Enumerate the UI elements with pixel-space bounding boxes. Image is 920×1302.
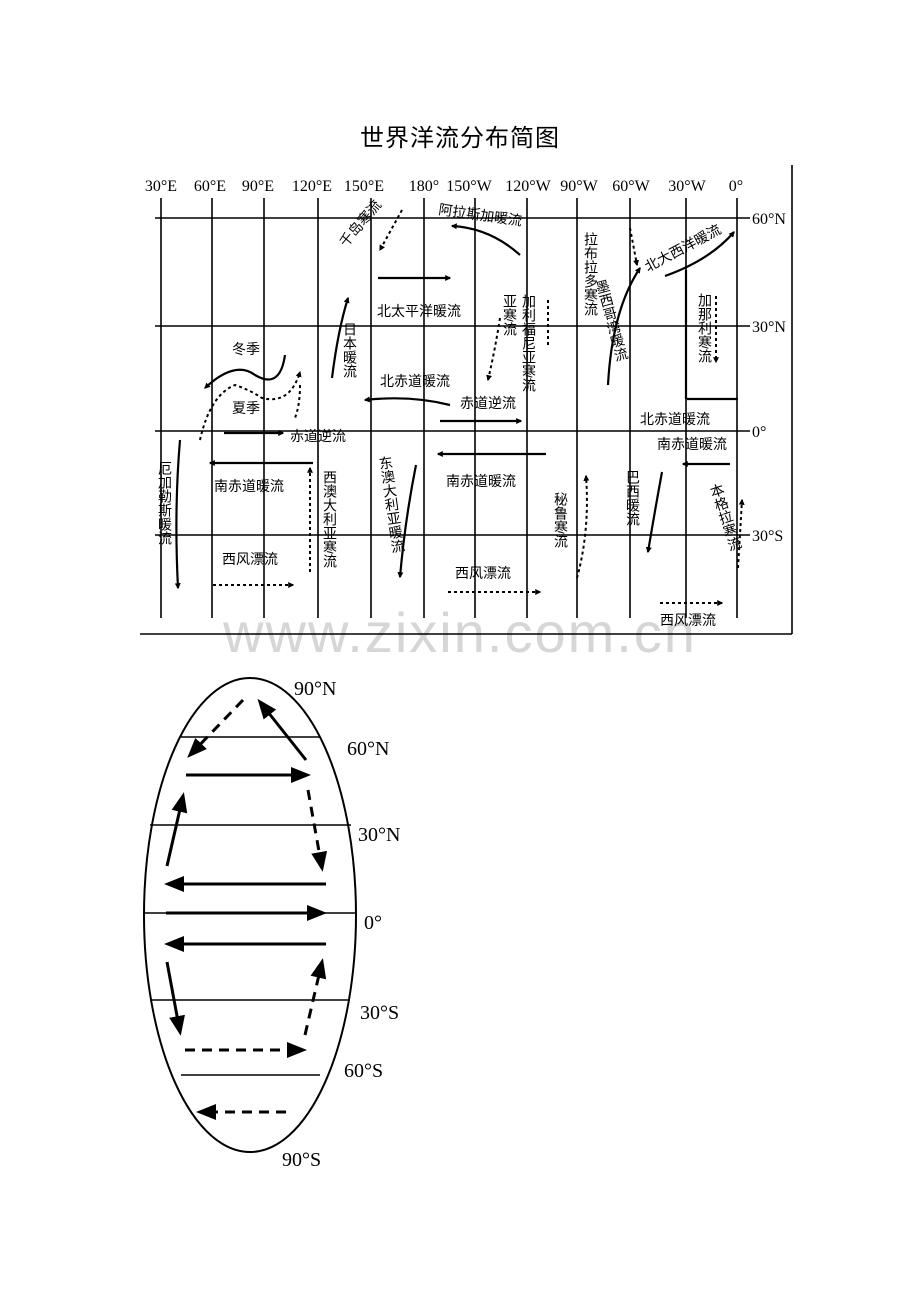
- kuroshio-current-arrow: [330, 296, 350, 379]
- lon-label-60w: 60°W: [612, 178, 650, 195]
- peru-current-arrow: [576, 474, 590, 579]
- california-label: 加利福尼亚寒流: [520, 294, 536, 393]
- eq-counter-pacific-label: 赤道逆流: [460, 396, 516, 412]
- benguela-label: 本格拉寒流: [706, 482, 743, 555]
- lon-label-60e: 60°E: [194, 178, 226, 195]
- north-eq-pacific-label: 北赤道暖流: [380, 374, 450, 390]
- south-eq-pacific-label: 南赤道暖流: [446, 474, 516, 490]
- alaska-current-arrow: [450, 223, 521, 256]
- winter-monsoon-arrow: [204, 354, 287, 389]
- west-australian-label: 西澳大利亚寒流: [321, 470, 337, 569]
- lon-label-90w: 90°W: [560, 178, 598, 195]
- current-arrows: [174, 209, 745, 606]
- kuroshio-label: 日本暖流: [341, 322, 357, 379]
- east-australian-label: 东澳大利亚暖流: [376, 455, 406, 556]
- model-lat-30n: 30°N: [358, 824, 400, 846]
- current-model-diagram: 90°N 60°N 30°N 0° 30°S 60°S 90°S: [143, 677, 400, 1171]
- lat-label-30n: 30°N: [752, 319, 786, 336]
- summer-monsoon-arrow: [199, 370, 302, 441]
- lon-label-0: 0°: [729, 178, 743, 195]
- north-atlantic-arrow: [664, 231, 735, 278]
- lat-label-60n: 60°N: [752, 211, 786, 228]
- longitude-lines: [160, 198, 738, 618]
- benguela-current-arrow: [737, 498, 745, 569]
- model-ellipse: [143, 677, 357, 1153]
- wwd-pacific-label: 西风漂流: [455, 566, 511, 582]
- model-lat-60s: 60°S: [344, 1060, 383, 1082]
- labrador-current-arrow: [629, 227, 640, 267]
- oyashio-current-arrow: [379, 209, 403, 252]
- model-latitude-lines: [144, 736, 356, 1076]
- model-lat-0: 0°: [364, 912, 382, 934]
- watermark: www.zixin.com.cn: [222, 601, 697, 664]
- model-lat-90n: 90°N: [294, 678, 336, 700]
- labrador-label: 拉布拉多寒流: [582, 232, 598, 317]
- gulf-stream-label: 墨西哥湾暖流: [592, 278, 630, 365]
- sub-arctic-label: 亚寒流: [501, 294, 517, 337]
- sub-arctic-arrow: [486, 317, 501, 382]
- brazil-current-arrow: [645, 471, 664, 554]
- eq-counter-indian-label: 赤道逆流: [290, 429, 346, 445]
- lon-label-90e: 90°E: [242, 178, 274, 195]
- lat-label-0: 0°: [752, 424, 766, 441]
- model-arrows: [164, 698, 328, 1120]
- agulhas-label: 厄加勒斯暖流: [156, 461, 172, 546]
- canary-label: 加那利寒流: [696, 293, 712, 364]
- lon-label-30w: 30°W: [668, 178, 706, 195]
- summer-tail: [294, 384, 301, 419]
- winter-label: 冬季: [232, 342, 260, 358]
- wwd-atlantic-label: 西风漂流: [660, 613, 716, 629]
- south-eq-indian-label: 南赤道暖流: [214, 479, 284, 495]
- page-title: 世界洋流分布简图: [360, 124, 560, 152]
- model-lat-90s: 90°S: [282, 1149, 321, 1171]
- north-eq-atlantic-label: 北赤道暖流: [640, 412, 710, 428]
- lon-label-120w: 120°W: [505, 178, 551, 195]
- north-pacific-label: 北太平洋暖流: [377, 304, 461, 320]
- ocean-current-map: 30°E 60°E 90°E 120°E 150°E 180° 150°W 12…: [140, 165, 793, 635]
- oyashio-current-label: 千岛寒流: [336, 197, 385, 251]
- lon-label-30e: 30°E: [145, 178, 177, 195]
- lon-label-180: 180°: [409, 178, 439, 195]
- lat-label-30s: 30°S: [752, 528, 783, 545]
- agulhas-current-arrow: [174, 439, 182, 590]
- lon-label-120e: 120°E: [292, 178, 332, 195]
- gulf-stream-arrow: [606, 267, 641, 386]
- summer-label: 夏季: [232, 401, 260, 417]
- alaska-current-label: 阿拉斯加暖流: [437, 202, 522, 230]
- north-eq-pacific-arrow: [363, 396, 451, 407]
- brazil-label: 巴西暖流: [624, 470, 640, 527]
- lon-label-150e: 150°E: [344, 178, 384, 195]
- wwd-indian-label: 西风漂流: [222, 552, 278, 568]
- south-eq-atlantic-label: 南赤道暖流: [657, 437, 727, 453]
- peru-label: 秘鲁寒流: [552, 492, 568, 549]
- model-lat-60n: 60°N: [347, 738, 389, 760]
- model-lat-30s: 30°S: [360, 1002, 399, 1024]
- lon-label-150w: 150°W: [446, 178, 492, 195]
- east-australian-arrow: [397, 464, 418, 579]
